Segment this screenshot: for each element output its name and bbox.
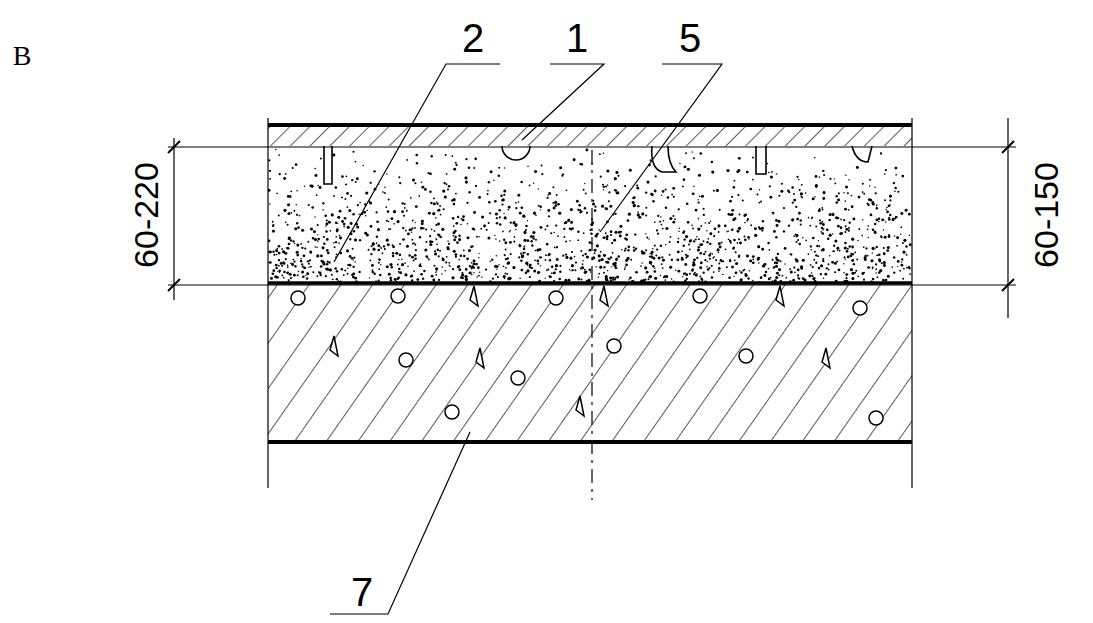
tongue-grooves	[324, 146, 872, 184]
floor-top	[268, 123, 912, 127]
callout-number: 5	[679, 18, 701, 58]
floor-layer	[268, 125, 912, 146]
slab-bottom	[268, 440, 912, 444]
slab-top	[268, 281, 912, 285]
dimension-text: 60-220	[129, 162, 163, 268]
dimension-lines	[168, 118, 1016, 318]
figure-letter: B	[13, 42, 32, 70]
callout-number: 7	[351, 572, 373, 612]
callout-number: 2	[462, 18, 484, 58]
sand-layer	[268, 149, 912, 282]
edge-lines	[268, 118, 912, 500]
callout-number: 1	[566, 18, 588, 58]
concrete-slab	[268, 284, 912, 442]
leader-lines	[330, 64, 722, 614]
dimension-text: 60-150	[1029, 162, 1063, 268]
